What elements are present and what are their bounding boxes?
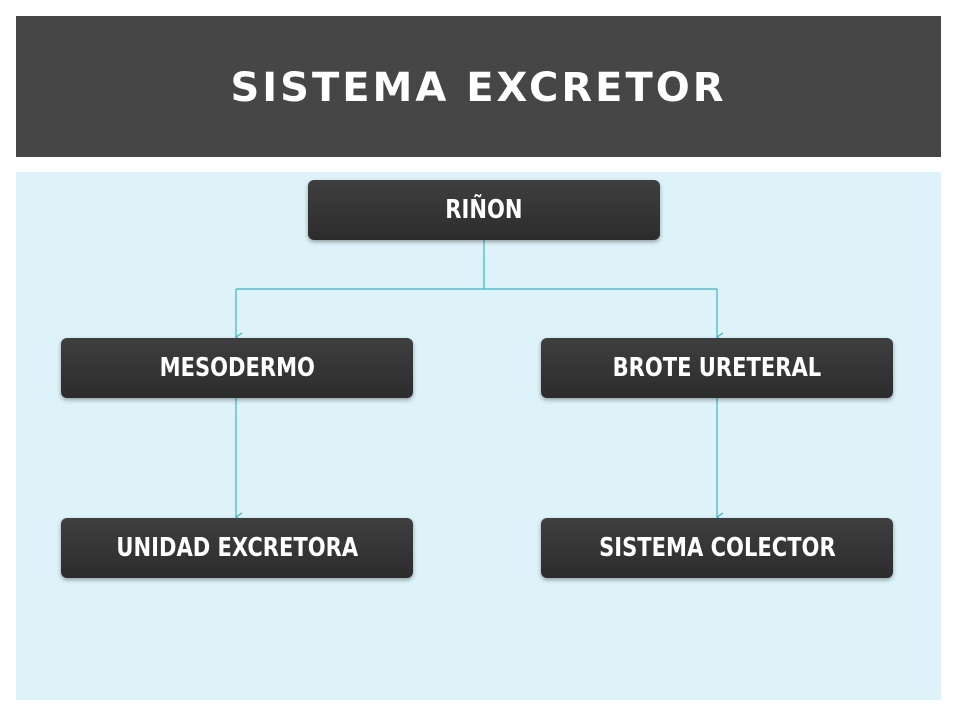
title-bar: SISTEMA EXCRETOR (16, 16, 941, 157)
node-label: BROTE URETERAL (612, 353, 822, 383)
node-label: UNIDAD EXCRETORA (116, 533, 358, 563)
node-label: RIÑON (445, 195, 523, 225)
slide-title: SISTEMA EXCRETOR (230, 64, 727, 111)
node-label: SISTEMA COLECTOR (598, 533, 836, 563)
diagram-background (16, 172, 941, 700)
node-sistema-colector: SISTEMA COLECTOR (541, 518, 893, 578)
node-rinon: RIÑON (308, 180, 660, 240)
node-mesodermo: MESODERMO (61, 338, 413, 398)
node-brote-ureteral: BROTE URETERAL (541, 338, 893, 398)
node-unidad-excretora: UNIDAD EXCRETORA (61, 518, 413, 578)
node-label: MESODERMO (159, 353, 315, 383)
